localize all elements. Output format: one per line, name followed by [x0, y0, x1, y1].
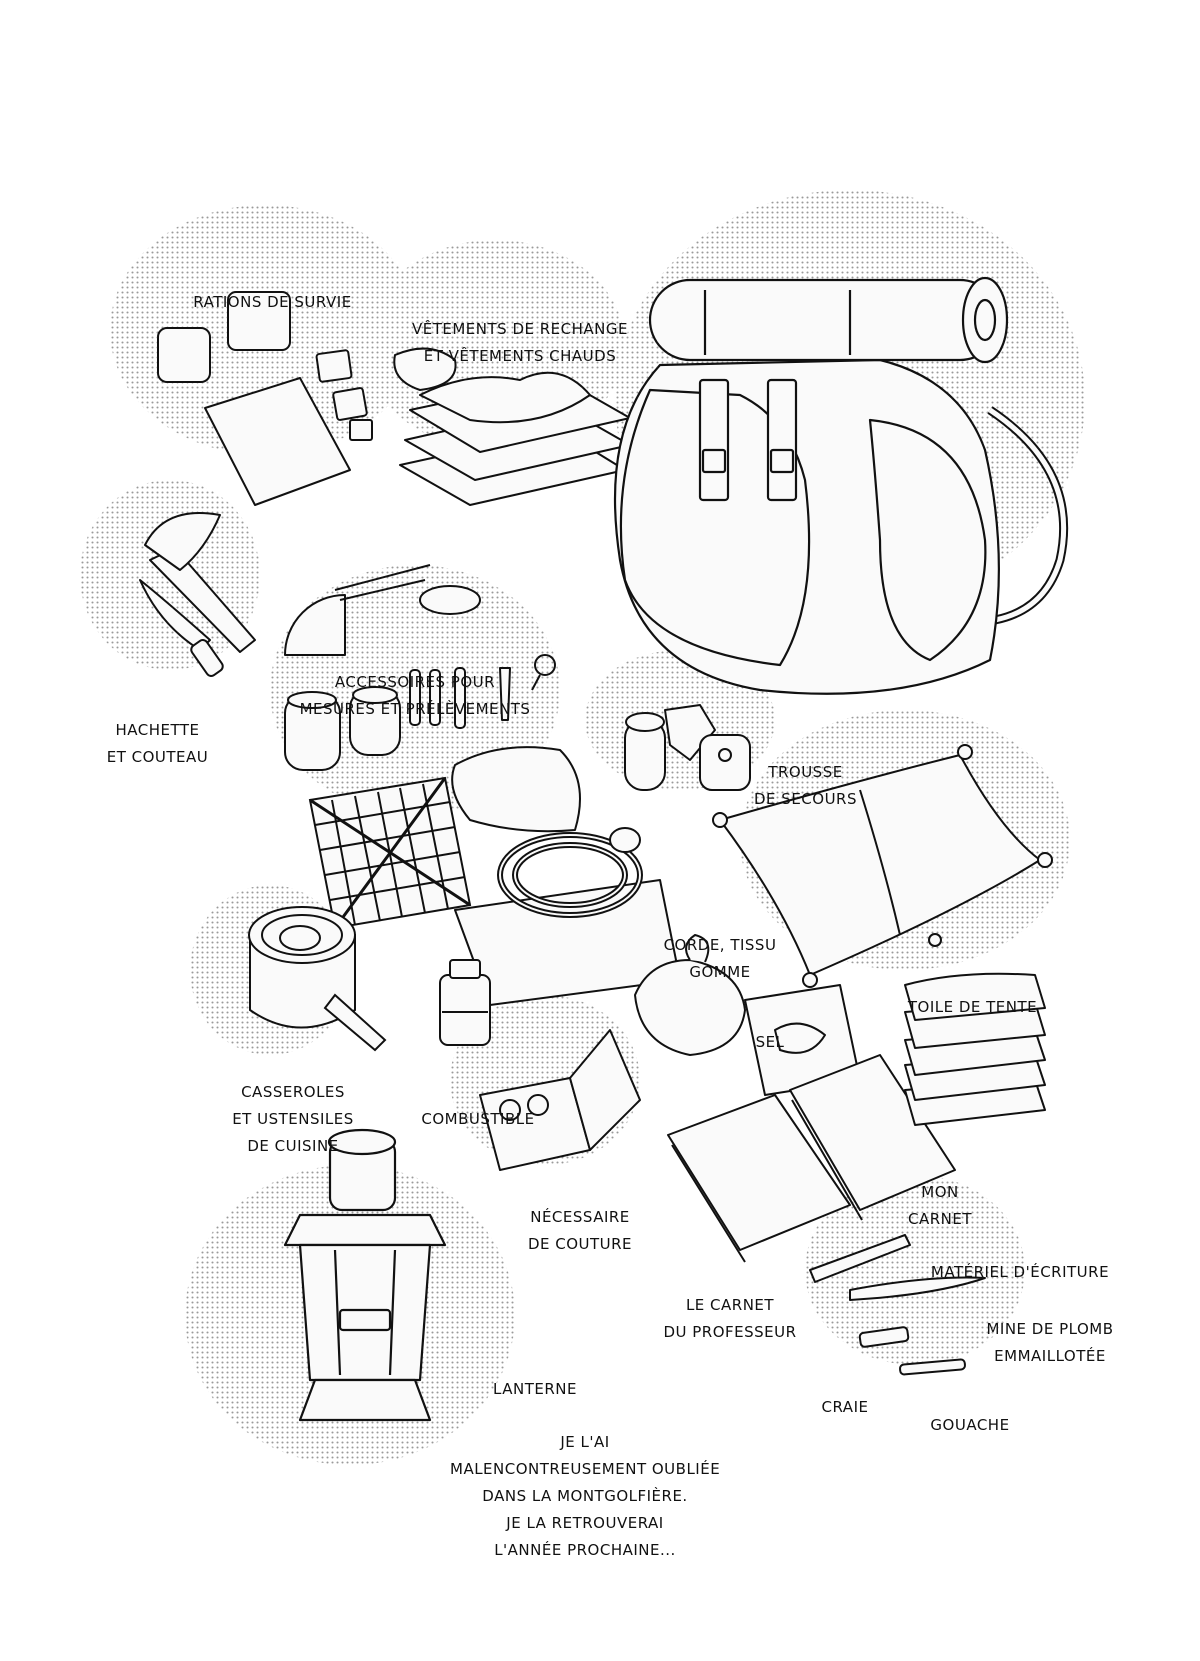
professor-notebook-icon [667, 1054, 956, 1263]
survival-rations-icon [157, 291, 373, 506]
label-writing: MATÉRIEL D'ÉCRITURE [930, 1263, 1110, 1281]
pencil-icon [809, 1234, 986, 1301]
fuel-bottle-icon [439, 959, 491, 1046]
cooking-pot-icon [248, 906, 387, 1052]
gouache-icon [899, 1358, 966, 1376]
label-rations: RATIONS DE SURVIE [193, 293, 352, 311]
chalk-icon [858, 1326, 910, 1348]
measuring-tools-icon [284, 564, 556, 729]
sample-bags-icon [451, 746, 581, 833]
label-fuel: COMBUSTIBLE [421, 1110, 535, 1128]
knife-icon [139, 579, 224, 677]
clothes-stack-icon [393, 347, 631, 506]
label-gouache: GOUACHE [930, 1416, 1010, 1434]
backpack-icon [613, 276, 1069, 695]
first-aid-kit-icon [624, 704, 751, 791]
label-salt: SEL [755, 1033, 785, 1051]
sewing-kit-icon [479, 1029, 641, 1171]
label-chalk: CRAIE [821, 1398, 869, 1416]
hatchet-icon [144, 512, 256, 653]
my-notebook-icon [904, 972, 1046, 1126]
grid-sieve-icon [308, 776, 472, 930]
label-lantern: LANTERNE [493, 1380, 577, 1398]
tent-canvas-icon [712, 744, 1053, 988]
label-tent: TOILE DE TENTE [907, 998, 1038, 1016]
lantern-icon [283, 1128, 447, 1422]
jars-icon [284, 686, 401, 771]
